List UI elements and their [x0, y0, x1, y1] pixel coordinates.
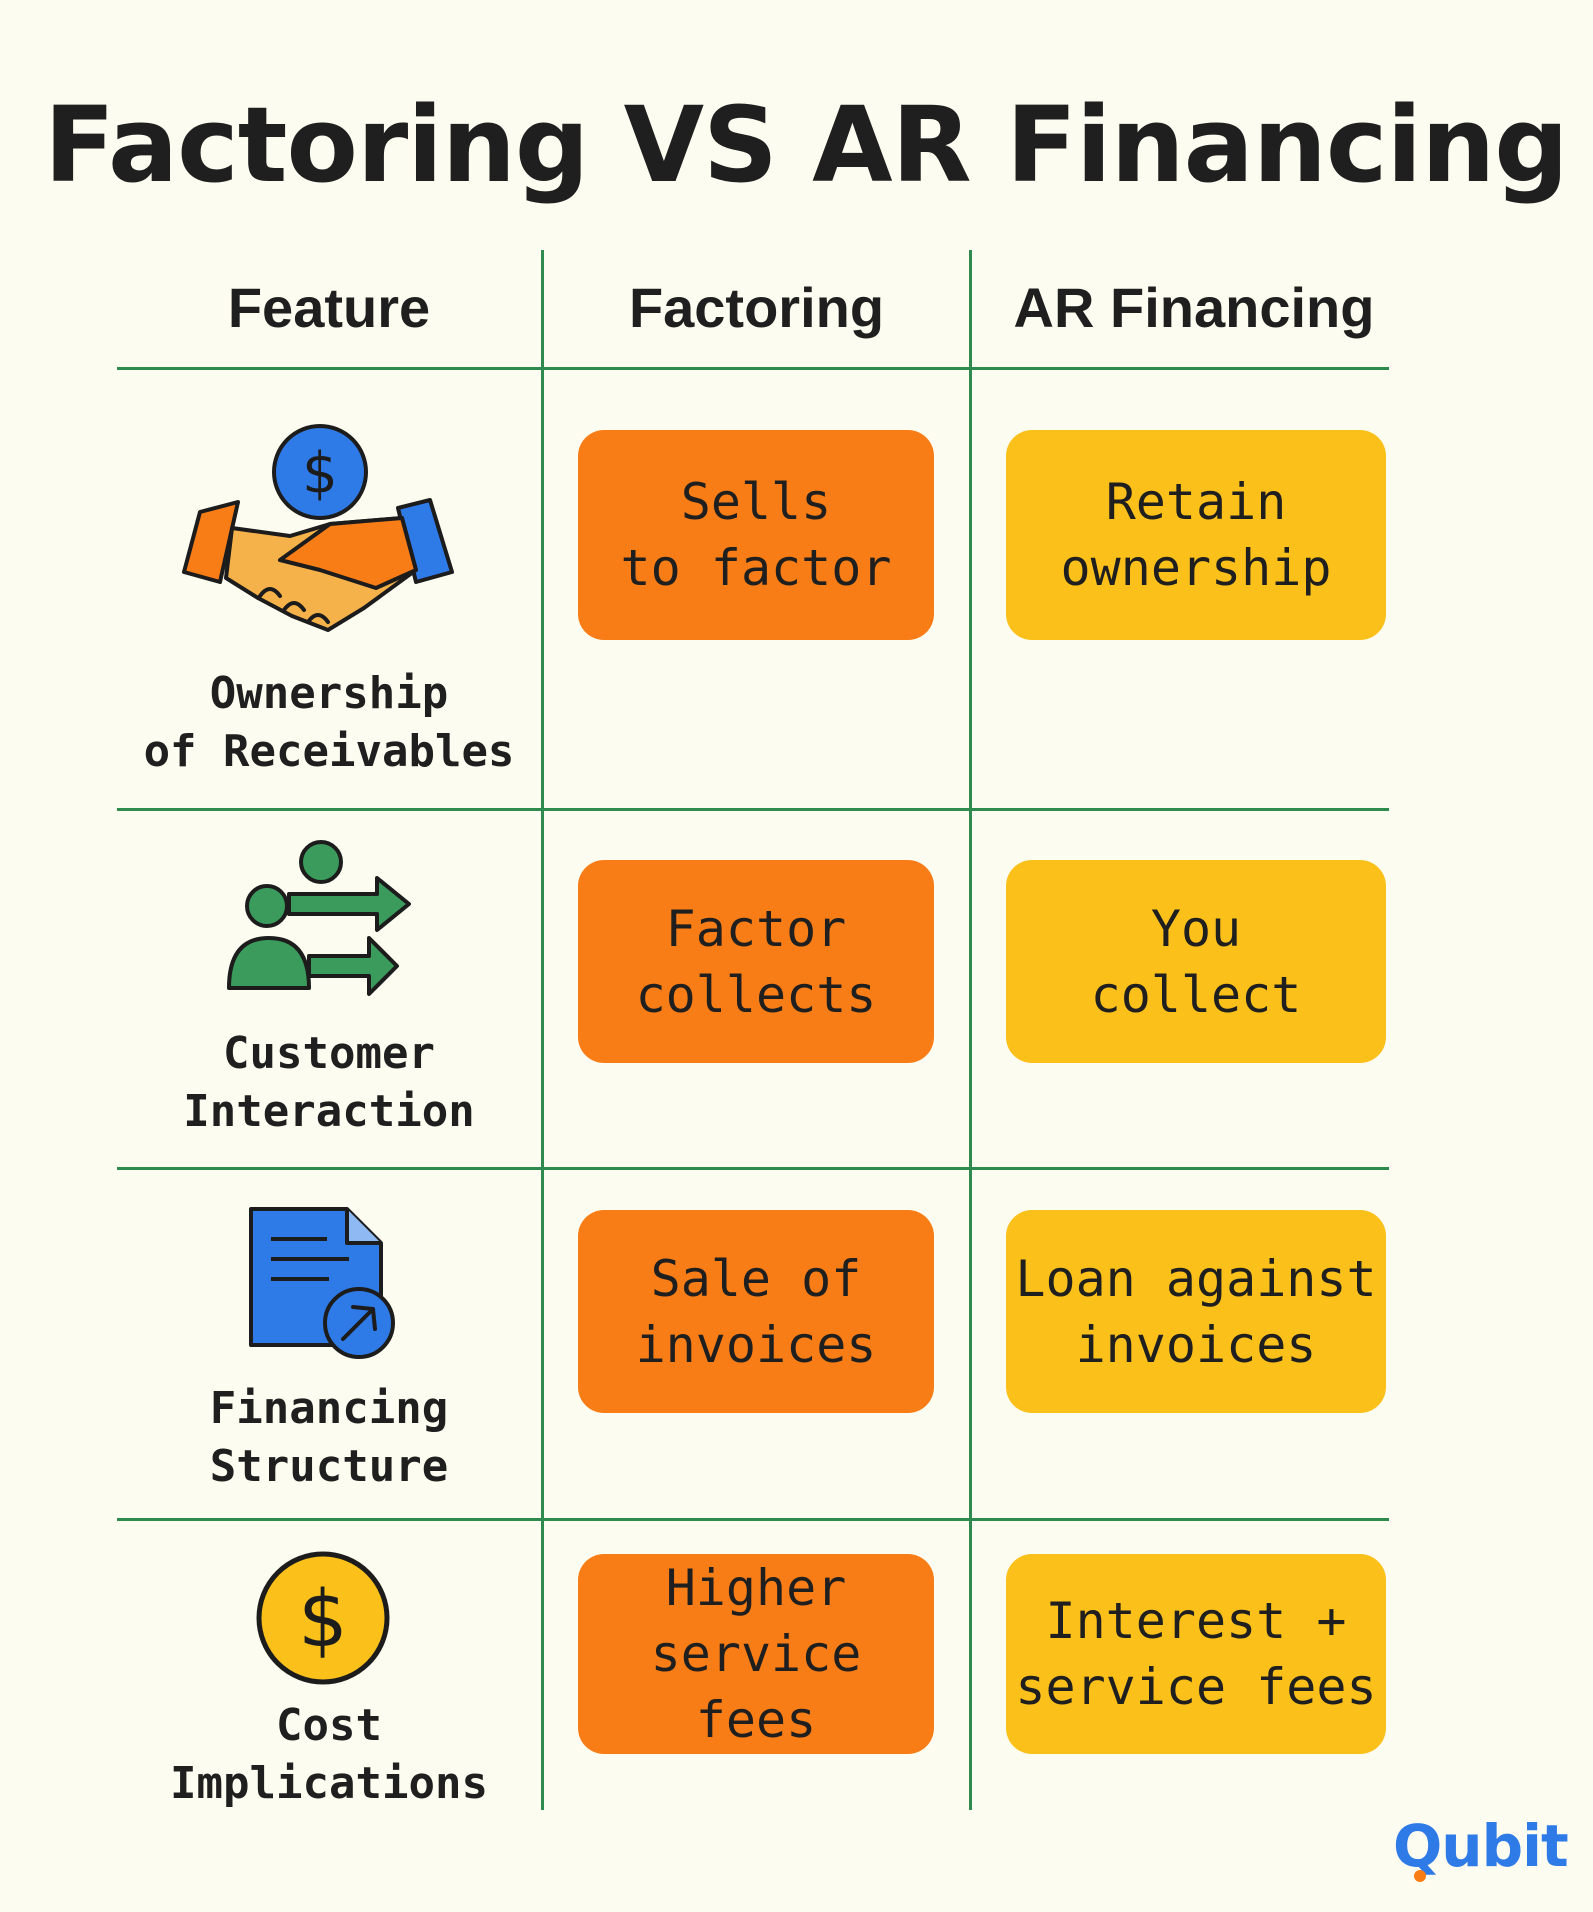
row-divider — [117, 1167, 1389, 1170]
ar-financing-cell-financing-structure: Loan against invoices — [1006, 1210, 1386, 1413]
feature-label-cost-implications: Cost Implications — [170, 1700, 488, 1809]
page-title: Factoring VS AR Financing — [44, 84, 1569, 206]
feature-label-financing-structure: Financing Structure — [209, 1383, 449, 1492]
feature-label-ownership: Ownership of Receivables — [143, 668, 515, 777]
svg-text:$: $ — [298, 1575, 348, 1665]
factoring-cell-ownership: Sells to factor — [578, 430, 934, 640]
factoring-cell-cost-implications: Higher service fees — [578, 1554, 934, 1754]
people-arrows-icon — [227, 840, 411, 996]
column-divider — [969, 250, 972, 1810]
ar-financing-cell-cost-implications: Interest + service fees — [1006, 1554, 1386, 1754]
document-arrow-icon — [249, 1207, 395, 1359]
logo-dot — [1414, 1870, 1426, 1882]
feature-label-customer-interaction: Customer Interaction — [183, 1028, 475, 1137]
header-ar-financing: AR Financing — [1013, 276, 1375, 339]
column-divider — [541, 250, 544, 1810]
factoring-cell-customer-interaction: Factor collects — [578, 860, 934, 1063]
factoring-cell-financing-structure: Sale of invoices — [578, 1210, 934, 1413]
logo-text: Qubit — [1393, 1812, 1569, 1880]
row-divider — [117, 1518, 1389, 1521]
ar-financing-cell-customer-interaction: You collect — [1006, 860, 1386, 1063]
row-divider — [117, 367, 1389, 370]
row-divider — [117, 808, 1389, 811]
ar-financing-cell-ownership: Retain ownership — [1006, 430, 1386, 640]
handshake-dollar-icon: $ — [182, 424, 454, 632]
header-feature: Feature — [227, 276, 431, 339]
svg-text:$: $ — [302, 441, 338, 506]
dollar-coin-icon: $ — [256, 1551, 390, 1685]
qubit-logo: Qubit — [1393, 1812, 1569, 1882]
header-factoring: Factoring — [628, 276, 885, 339]
